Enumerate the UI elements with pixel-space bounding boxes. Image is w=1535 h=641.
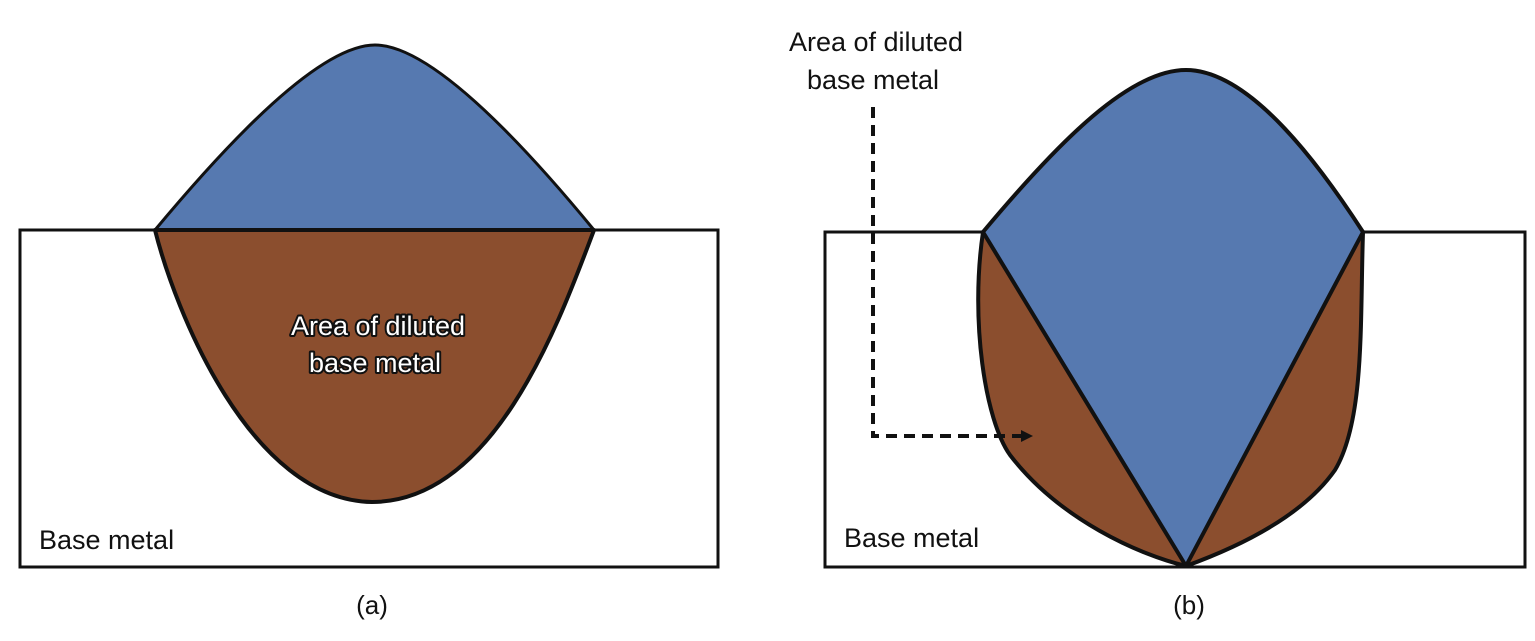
panel-b-dilution-label-line2: base metal [807,65,939,95]
panel-b-pointer-arrow [871,107,1033,442]
panel-b-base-metal-label: Base metal [844,523,979,553]
panel-a-caption: (a) [356,590,388,620]
panel-b-weld-metal [981,68,1365,568]
panel-b-dilution-label-line1: Area of diluted [789,27,963,57]
panel-b: Area of diluted base metal Base metal (b… [789,27,1527,620]
panel-a-dilution-label-line2: base metal [309,348,441,378]
panel-b-caption: (b) [1173,590,1205,620]
panel-a-dilution-label-line1: Area of diluted [291,311,465,341]
panel-a: Area of diluted base metal Base metal (a… [18,43,720,620]
panel-a-diluted-base-metal-region [153,228,596,504]
panel-a-base-metal-label: Base metal [39,525,174,555]
panel-a-weld-reinforcement [153,43,596,232]
